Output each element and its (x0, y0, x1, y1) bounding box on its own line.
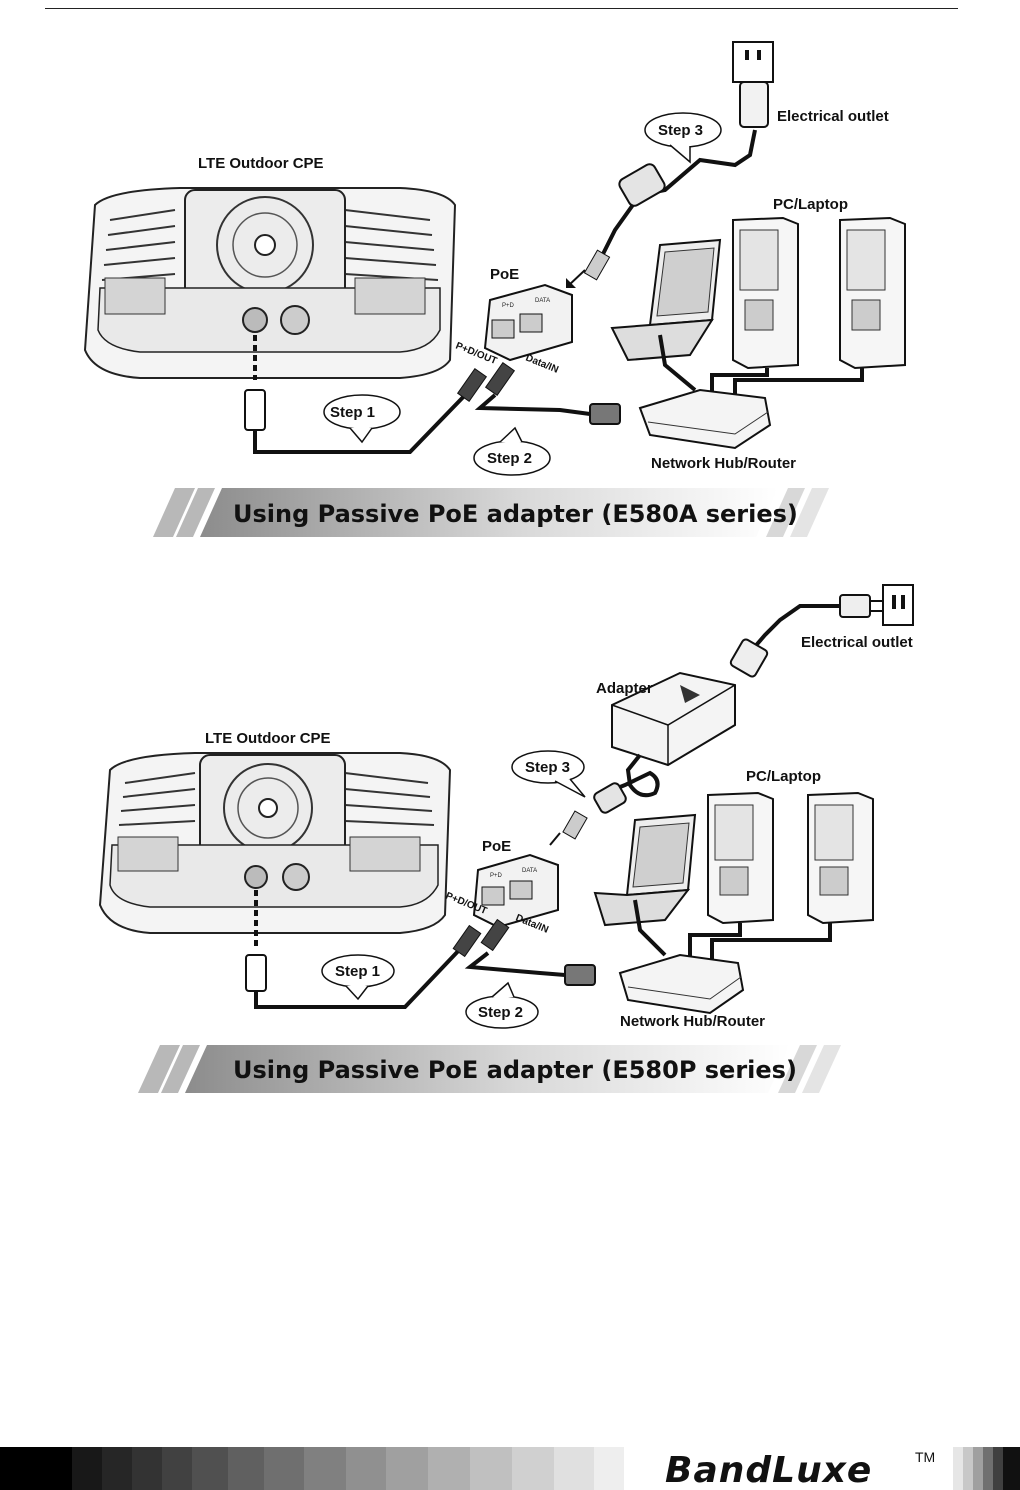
svg-text:DATA: DATA (522, 868, 537, 874)
pc-tower-illustration (732, 216, 906, 370)
lte-outdoor-cpe-illustration (98, 752, 452, 934)
adapter-label: Adapter (596, 680, 653, 697)
pc-label: PC/Laptop (746, 768, 821, 785)
network-hub-router-illustration (638, 388, 772, 450)
step2-cable (464, 951, 596, 986)
step2-callout: Step 2 (465, 981, 539, 1029)
svg-text:Step 2: Step 2 (478, 1004, 523, 1021)
top-rule (45, 8, 958, 9)
electrical-outlet-illustration (732, 41, 774, 128)
rj45-plugs (456, 362, 516, 402)
step3-cable (566, 129, 757, 288)
svg-text:DATA: DATA (535, 298, 550, 304)
svg-text:P+D: P+D (490, 873, 503, 879)
pc-tower-illustration (707, 791, 874, 925)
svg-text:Step 3: Step 3 (525, 759, 570, 776)
outlet-label: Electrical outlet (801, 634, 913, 651)
router-label: Network Hub/Router (651, 455, 796, 472)
outlet-label: Electrical outlet (777, 108, 889, 125)
poe-injector-illustration: P+D DATA (483, 283, 573, 362)
svg-text:BandLuxe: BandLuxe (665, 1450, 872, 1490)
connection-diagram-e580p: LTE Outdoor CPE Step 1 P+D DATA PoE P+D/… (98, 584, 914, 1093)
step3-callout: Step 3 (511, 750, 586, 798)
step1-callout: Step 1 (323, 394, 401, 444)
step3-callout: Step 3 (644, 112, 722, 164)
step1-cable (245, 890, 464, 1009)
network-hub-router-illustration (618, 953, 745, 1015)
step1-cable (244, 335, 472, 454)
poe-port-in: Data/IN (524, 353, 560, 376)
lte-outdoor-cpe-illustration (83, 187, 457, 379)
router-label: Network Hub/Router (620, 1013, 765, 1030)
device-label: LTE Outdoor CPE (198, 155, 324, 172)
svg-text:Step 3: Step 3 (658, 122, 703, 139)
svg-text:Step 2: Step 2 (487, 450, 532, 467)
svg-text:Step 1: Step 1 (335, 963, 380, 980)
lan-cables (633, 899, 832, 960)
laptop-illustration (593, 813, 697, 927)
footer-grayscale-bar (0, 1447, 1020, 1490)
rj45-plugs (452, 918, 510, 958)
poe-label: PoE (490, 266, 519, 283)
step1-callout: Step 1 (321, 954, 395, 1001)
pc-label: PC/Laptop (773, 196, 848, 213)
svg-text:Step 1: Step 1 (330, 404, 375, 421)
banner-title: Using Passive PoE adapter (E580A series) (233, 500, 798, 528)
poe-injector-illustration: P+D DATA (472, 853, 559, 929)
banner: Using Passive PoE adapter (E580A series) (153, 488, 829, 537)
lan-cables (658, 334, 864, 395)
svg-text:P+D: P+D (502, 303, 515, 309)
step2-callout: Step 2 (473, 426, 551, 476)
banner: Using Passive PoE adapter (E580P series) (138, 1045, 841, 1093)
device-label: LTE Outdoor CPE (205, 730, 331, 747)
banner-title: Using Passive PoE adapter (E580P series) (233, 1056, 797, 1084)
connection-diagram-e580a: LTE Outdoor CPE Step 1 P+D DATA PoE P+D/… (83, 41, 906, 537)
bandluxe-logo: BandLuxe TM (665, 1449, 935, 1490)
trademark-mark: TM (915, 1449, 935, 1465)
step2-cable (474, 393, 621, 425)
laptop-illustration (610, 238, 722, 362)
poe-label: PoE (482, 838, 511, 855)
electrical-outlet-illustration (729, 584, 914, 678)
power-adapter-illustration (549, 671, 736, 846)
